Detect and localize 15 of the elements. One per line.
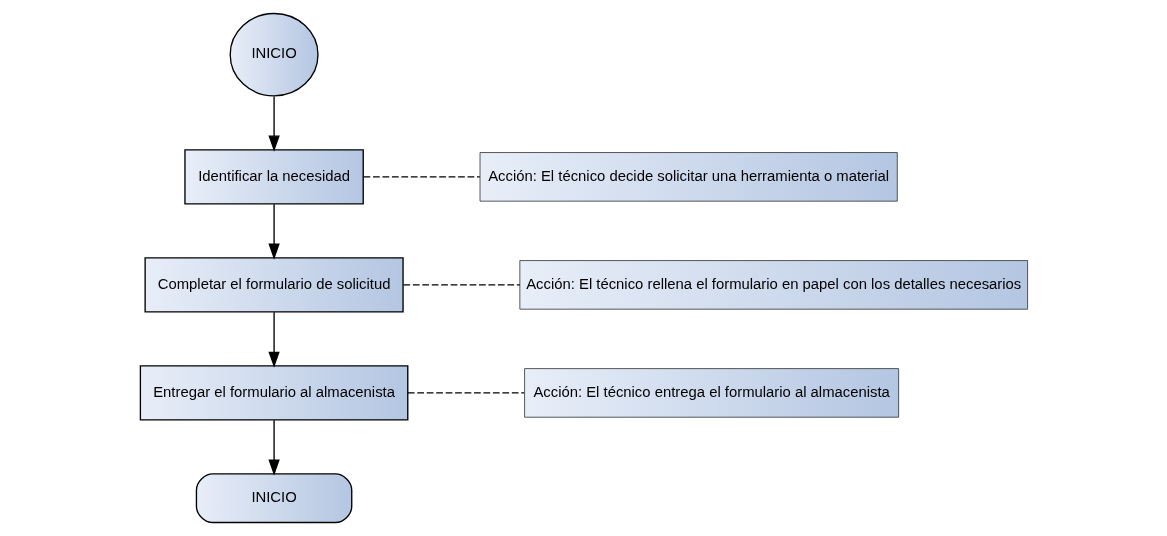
- node-box: INICIO: [195, 473, 352, 524]
- arrow: [267, 419, 280, 476]
- connector: [402, 284, 520, 286]
- node-box: Acción: El técnico rellena el formulario en papel con los detalles necesarios: [518, 260, 1028, 310]
- node-box: Entregar el formulario al almacenista: [139, 365, 408, 421]
- connector: [362, 176, 480, 178]
- arrow: [267, 311, 280, 368]
- node-box: Completar el formulario de solicitud: [143, 257, 404, 313]
- node-circle: INICIO: [229, 12, 319, 97]
- node-box: Acción: El técnico decide solicitar una herramienta o material: [479, 152, 898, 202]
- connector: [406, 392, 525, 394]
- arrow: [267, 203, 280, 260]
- node-box: Identificar la necesidad: [183, 149, 364, 205]
- node-box: Acción: El técnico entrega el formulario al almacenista: [523, 368, 899, 418]
- arrow: [267, 95, 280, 152]
